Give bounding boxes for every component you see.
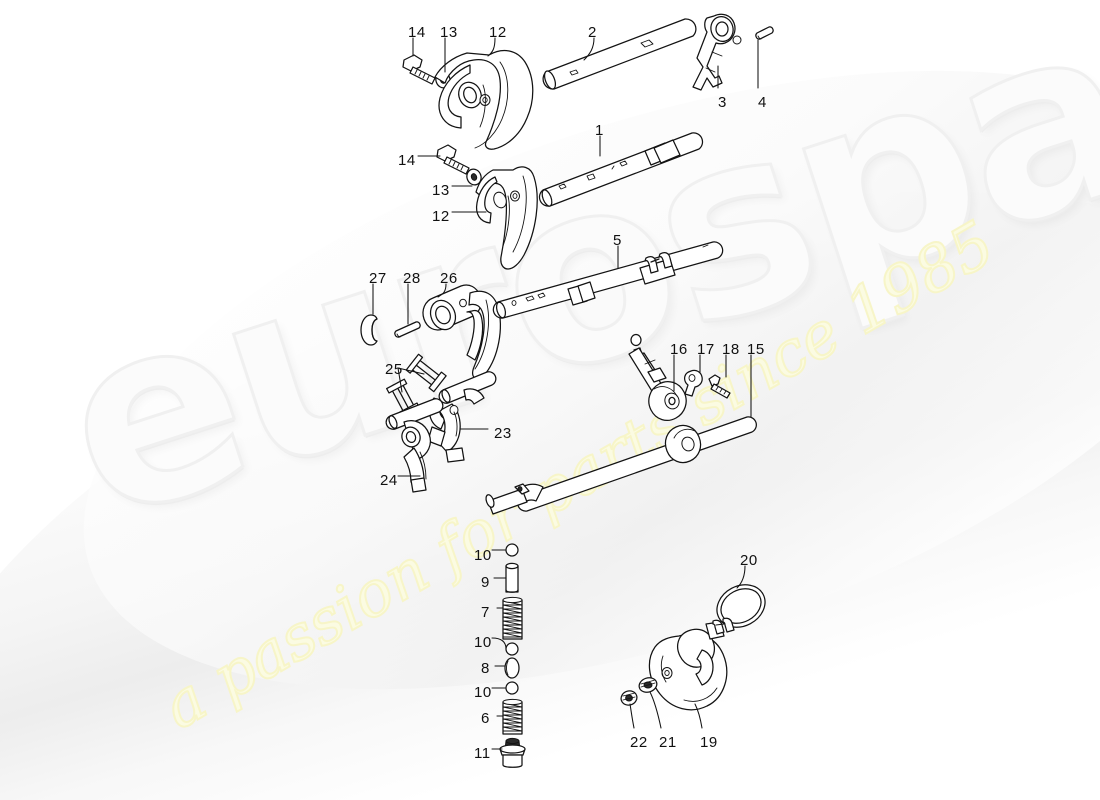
callout-13b: 13 — [432, 182, 450, 199]
part-21-washer — [638, 677, 658, 693]
part-16-reverse-lever — [628, 333, 687, 421]
part-14-bolt — [436, 144, 470, 175]
callout-28: 28 — [403, 270, 421, 287]
callout-11: 11 — [474, 745, 491, 762]
callout-12b: 12 — [432, 208, 450, 225]
callout-5: 5 — [613, 232, 622, 249]
part-1-selector-shaft — [538, 132, 704, 207]
callout-8: 8 — [481, 660, 490, 677]
part-19-shift-housing — [648, 617, 735, 711]
callout-14b: 14 — [398, 152, 416, 169]
callout-20: 20 — [740, 552, 758, 569]
part-12-shift-fork-top — [434, 49, 534, 150]
callout-13a: 13 — [440, 24, 458, 41]
part-14-bolt-top — [402, 54, 436, 85]
callout-27: 27 — [369, 270, 387, 287]
part-9-detent-pin — [505, 562, 519, 593]
callout-4: 4 — [758, 94, 767, 111]
part-27-snap-ring — [360, 314, 378, 346]
callout-3: 3 — [718, 94, 727, 111]
part-23-shift-fork — [427, 371, 497, 463]
callout-16: 16 — [670, 341, 688, 358]
callout-2: 2 — [588, 24, 597, 41]
part-3-shift-lever — [692, 13, 742, 91]
callout-26: 26 — [440, 270, 458, 287]
part-6-detent-spring-short — [502, 698, 523, 735]
part-13-washer — [466, 168, 482, 186]
callout-25: 25 — [385, 361, 403, 378]
part-22-nut — [620, 690, 638, 706]
part-10-ball-top — [505, 543, 519, 557]
part-17-bush — [684, 369, 703, 397]
callout-10c: 10 — [474, 684, 492, 701]
part-26-shift-fork-hub — [422, 284, 501, 380]
part-20-o-ring — [716, 584, 766, 628]
callout-10b: 10 — [474, 634, 492, 651]
callout-10a: 10 — [474, 547, 492, 564]
part-15-reverse-shaft — [485, 416, 757, 515]
callout-9: 9 — [481, 574, 490, 591]
part-4-roll-pin — [755, 26, 774, 40]
callout-23: 23 — [494, 425, 512, 442]
part-10-ball-mid — [505, 642, 519, 656]
callout-24: 24 — [380, 472, 398, 489]
part-28-dowel-pin — [394, 321, 421, 338]
callout-17: 17 — [697, 341, 715, 358]
part-24-shift-fork — [385, 398, 444, 493]
callout-22: 22 — [630, 734, 648, 751]
callout-6: 6 — [481, 710, 490, 727]
part-10-ball-low — [505, 681, 519, 695]
callout-12a: 12 — [489, 24, 507, 41]
callout-1: 1 — [595, 122, 604, 139]
leader-lines — [372, 37, 759, 750]
part-18-screw — [708, 374, 731, 399]
part-12-shift-fork — [475, 166, 538, 270]
callout-19: 19 — [700, 734, 718, 751]
part-5-shift-rod — [492, 241, 724, 319]
callout-14a: 14 — [408, 24, 426, 41]
part-11-detent-plug — [499, 737, 526, 768]
callout-21: 21 — [659, 734, 677, 751]
part-7-detent-spring-long — [502, 596, 523, 640]
callout-18: 18 — [722, 341, 740, 358]
part-2-shift-rod — [542, 18, 697, 90]
callout-15: 15 — [747, 341, 765, 358]
callout-7: 7 — [481, 604, 490, 621]
part-8-detent-sleeve — [504, 657, 520, 679]
